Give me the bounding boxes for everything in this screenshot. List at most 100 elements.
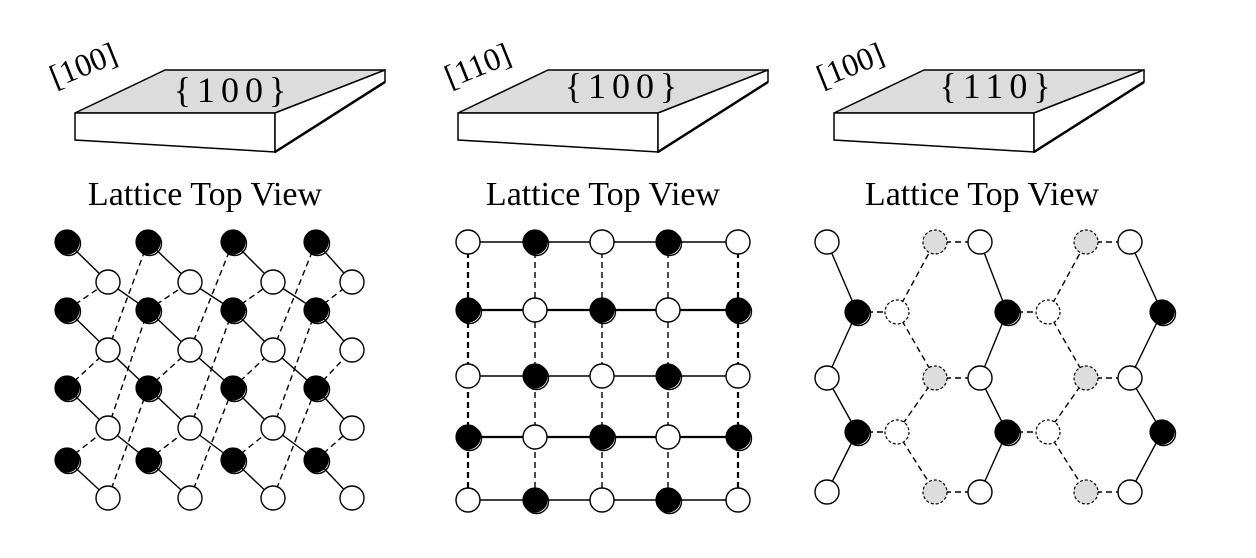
bond-line (1047, 241, 1087, 313)
atom-open (655, 424, 681, 450)
atom-filled (522, 229, 548, 255)
atom-filled (1149, 299, 1175, 325)
direction-label-2: [110] (439, 36, 516, 95)
atom-open (95, 415, 121, 441)
atom-filled (135, 447, 161, 473)
atom-dotted (1035, 299, 1061, 325)
atom-open (260, 415, 286, 441)
bond-line (315, 281, 353, 311)
atom-shaded (1073, 365, 1099, 391)
atom-open (1117, 479, 1143, 505)
atom-filled (220, 375, 246, 401)
wafer-2 (457, 68, 769, 154)
atom-filled (655, 487, 681, 513)
atom-open (339, 485, 365, 511)
atom-filled (54, 447, 80, 473)
atom-filled (455, 424, 481, 450)
lattice-top-view-2 (455, 229, 753, 515)
atom-filled (994, 299, 1020, 325)
atom-filled (303, 447, 329, 473)
wafer-1 (74, 68, 386, 154)
atom-open (455, 363, 481, 389)
atom-shaded (922, 365, 948, 391)
atom-filled (54, 375, 80, 401)
atom-open (177, 485, 203, 511)
bond-line (1047, 311, 1087, 379)
plane-label-1: {100} (174, 70, 293, 110)
bond-line (272, 387, 317, 499)
atom-filled (135, 229, 161, 255)
atom-open (455, 487, 481, 513)
plane-label-2: {100} (565, 66, 684, 106)
atom-open (1117, 229, 1143, 255)
atom-open (589, 363, 615, 389)
atom-filled (522, 363, 548, 389)
atom-filled (522, 487, 548, 513)
atom-filled (303, 375, 329, 401)
atom-filled (655, 363, 681, 389)
atom-open (522, 424, 548, 450)
bond-line (107, 309, 149, 429)
view-title-1: Lattice Top View (88, 176, 323, 213)
atom-filled (303, 297, 329, 323)
atom-filled (303, 229, 329, 255)
atom-filled (994, 419, 1020, 445)
bond-line (107, 241, 149, 351)
atom-open (967, 365, 993, 391)
atom-open (339, 337, 365, 363)
atom-open (339, 415, 365, 441)
direction-label-1: [100] (44, 35, 122, 94)
atom-open (655, 297, 681, 323)
atom-open (725, 363, 751, 389)
atom-shaded (1073, 229, 1099, 255)
atom-filled (844, 299, 870, 325)
atom-shaded (922, 479, 948, 505)
atom-filled (220, 447, 246, 473)
atom-open (725, 487, 751, 513)
atom-filled (589, 424, 615, 450)
atom-filled (725, 424, 751, 450)
atom-open (967, 229, 993, 255)
atom-open (522, 297, 548, 323)
atom-filled (220, 297, 246, 323)
atom-open (260, 269, 286, 295)
atom-filled (589, 297, 615, 323)
atom-filled (655, 229, 681, 255)
atom-open (1117, 365, 1143, 391)
atom-open (95, 337, 121, 363)
atom-open (589, 487, 615, 513)
atom-open (814, 229, 840, 255)
bond-line (272, 309, 317, 429)
atom-filled (725, 297, 751, 323)
atom-open (95, 269, 121, 295)
lattice-top-view-3 (814, 229, 1177, 505)
bond-line (896, 311, 936, 379)
atom-dotted (884, 299, 910, 325)
atom-open (814, 365, 840, 391)
atom-open (95, 485, 121, 511)
bond-line (1129, 241, 1163, 313)
atom-filled (135, 297, 161, 323)
view-title-3: Lattice Top View (865, 176, 1100, 213)
atom-open (967, 479, 993, 505)
atom-open (589, 229, 615, 255)
atom-open (260, 485, 286, 511)
atom-filled (455, 297, 481, 323)
wafer-3 (833, 68, 1145, 154)
atom-filled (54, 297, 80, 323)
lattice-top-view-1 (54, 229, 365, 511)
atom-dotted (884, 419, 910, 445)
bond-line (896, 241, 936, 313)
atom-shaded (1073, 479, 1099, 505)
atom-open (177, 269, 203, 295)
atom-open (177, 337, 203, 363)
atom-open (177, 415, 203, 441)
atom-open (725, 229, 751, 255)
plane-label-3: {110} (939, 66, 1056, 106)
bond-line (189, 387, 234, 499)
atom-filled (844, 419, 870, 445)
atom-open (339, 269, 365, 295)
atom-shaded (922, 229, 948, 255)
direction-label-3: [100] (811, 35, 889, 94)
atom-open (260, 337, 286, 363)
